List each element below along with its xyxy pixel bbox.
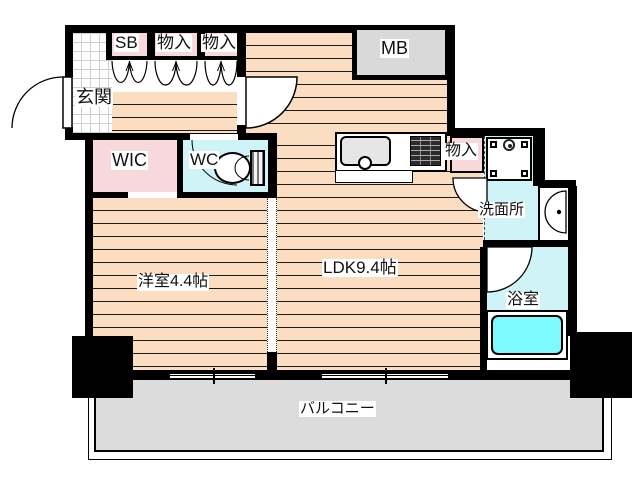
wall-washer-right: [533, 128, 545, 186]
wall-right-upper: [447, 25, 455, 136]
entrance-door-leaf: [62, 76, 73, 129]
wall-left-door-stub: [65, 127, 73, 135]
entrance-tile-floor: [72, 33, 112, 133]
washbasin-icon: [538, 186, 570, 242]
wc-door-opening: [190, 134, 238, 140]
label-washroom: 洗面所: [478, 201, 526, 218]
toilet-tank-icon: [250, 150, 265, 186]
window-center-tick: [212, 368, 215, 384]
label-hall-storage-2: 物入: [201, 33, 237, 52]
washing-machine-pan-icon: [486, 137, 532, 181]
window-center-tick: [385, 368, 387, 384]
kitchen-counter-return: [335, 170, 413, 183]
bathtub-icon: [491, 315, 563, 355]
wall-wic-wc-divider: [177, 140, 183, 192]
kitchen-stove-icon: [410, 136, 441, 166]
label-meter-box: MB: [380, 38, 409, 58]
label-wc: WC: [189, 150, 220, 169]
washer-drain-icon: [503, 139, 515, 151]
wall-bath-left: [480, 247, 487, 372]
sliding-partition-post: [267, 352, 277, 372]
wall-wic-bottom: [85, 192, 277, 198]
label-ldk: LDK9.4帖: [322, 258, 398, 277]
label-entrance: 玄関: [75, 87, 113, 107]
washer-drain-dot: [508, 144, 512, 148]
balcony-window-2: [322, 368, 448, 384]
wall-basin-top: [537, 180, 576, 186]
label-kitchen-storage: 物入: [444, 142, 479, 160]
wall-top: [65, 25, 455, 33]
wall-wc-right: [268, 133, 277, 197]
balcony-window-1: [170, 368, 255, 384]
hallway-floor: [112, 92, 237, 133]
wall-right-lower: [568, 186, 577, 336]
wall-closet-bottom: [106, 56, 246, 60]
label-hall-storage-1: 物入: [156, 33, 192, 52]
wall-hall-ldk-upper: [237, 25, 246, 77]
closet-door-band: [112, 60, 237, 92]
pillar-bottom-left: [72, 336, 133, 398]
wall-left-upper: [65, 33, 73, 77]
wall-closet-divider-1: [147, 25, 155, 58]
label-balcony: バルコニー: [299, 400, 376, 417]
wall-washroom-bath-divider: [483, 240, 568, 247]
wall-hall-ldk-lower: [237, 125, 246, 140]
label-western-room: 洋室4.4帖: [137, 273, 210, 291]
wall-entrance-bottom: [65, 133, 277, 140]
label-shoe-box: SB: [114, 33, 139, 52]
sliding-partition: [267, 198, 277, 352]
label-bathroom: 浴室: [506, 291, 541, 309]
kitchen-faucet-icon: [358, 156, 372, 170]
pan-corner: [490, 170, 497, 177]
pillar-bottom-right: [570, 332, 632, 398]
entrance-door-arc: [11, 76, 64, 129]
wic-door-opening: [128, 192, 177, 198]
pan-corner: [490, 141, 497, 148]
toilet-bowl-icon: [214, 152, 251, 184]
wall-left-lower: [85, 140, 93, 336]
wall-shoebox-left: [106, 25, 112, 58]
pan-corner: [521, 170, 528, 177]
label-wic: WIC: [111, 150, 148, 170]
wall-washblock-top: [447, 128, 545, 136]
pan-corner: [521, 141, 528, 148]
